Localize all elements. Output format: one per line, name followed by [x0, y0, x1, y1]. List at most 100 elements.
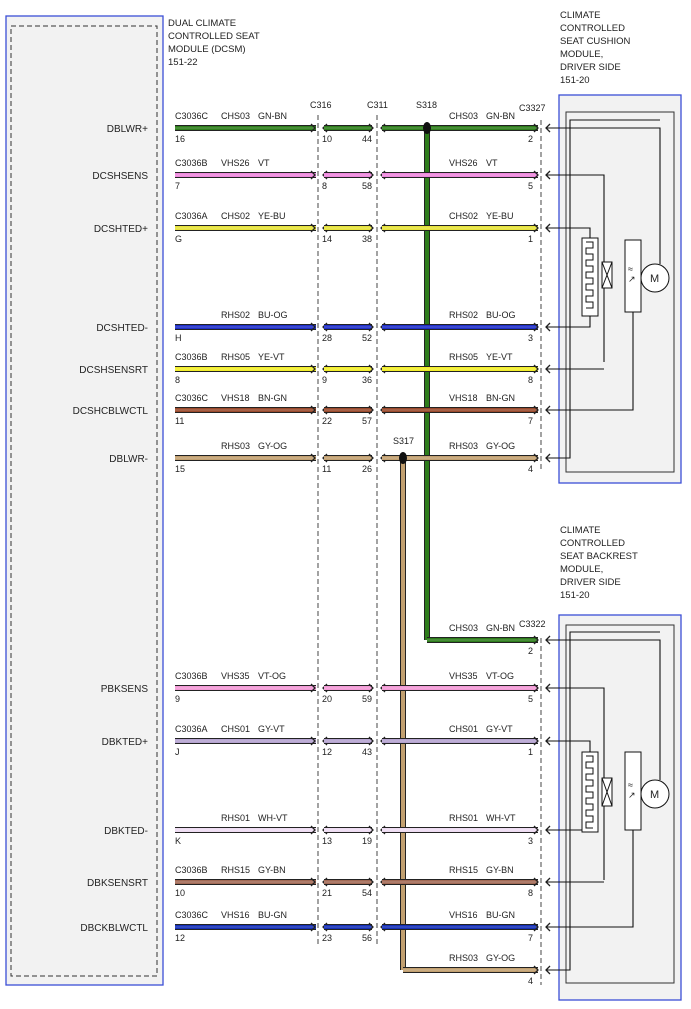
module-male-terminal — [533, 877, 539, 887]
c311-male-terminal — [368, 922, 374, 932]
circuit-label: VHS35 — [221, 671, 250, 681]
wire-color-label: GN-BN — [258, 111, 287, 121]
dcsm-module-inner — [10, 25, 158, 977]
c316-pin-label: 12 — [322, 747, 332, 757]
c311-male-terminal — [368, 453, 374, 463]
c311-pin-label: 52 — [362, 333, 372, 343]
left-pin-label: G — [175, 234, 182, 244]
wire-color-right-label: YE-VT — [486, 352, 513, 362]
svg-text:↗: ↗ — [628, 790, 636, 800]
right-pin-label: 1 — [528, 747, 533, 757]
left-pin-label: H — [175, 333, 182, 343]
c311-pin-label: 36 — [362, 375, 372, 385]
c316-pin-label: 11 — [322, 464, 331, 474]
c316-male-terminal — [310, 322, 316, 332]
signal-label: PBKSENS — [101, 684, 149, 695]
left-pin-label: 9 — [175, 694, 180, 704]
c316-male-terminal — [310, 123, 316, 133]
cushion-title-line-4: MODULE, — [560, 49, 603, 60]
svg-text:≈: ≈ — [628, 780, 633, 790]
cushion-heater-feed-wire — [546, 227, 591, 238]
backrest-feed-male-terminal — [533, 635, 539, 645]
c311-male-terminal — [368, 683, 374, 693]
right-pin-label: 5 — [528, 181, 533, 191]
wire-color-right-label: VT-OG — [486, 671, 514, 681]
wire-color-right-label: WH-VT — [486, 813, 516, 823]
backrest-feed-pin-label: 2 — [528, 646, 533, 656]
c316-male-terminal — [310, 922, 316, 932]
c311-male-terminal — [368, 364, 374, 374]
s317-splice-dot — [399, 452, 407, 464]
c311-pin-label: 57 — [362, 416, 372, 426]
backrest-feed-pin-label: 4 — [528, 976, 533, 986]
right-pin-label: 7 — [528, 933, 533, 943]
cushion-title-line-2: CONTROLLED — [560, 23, 625, 34]
wire-color-label: YE-VT — [258, 352, 285, 362]
connector-label: C3036B — [175, 352, 208, 362]
c316-male-terminal — [310, 170, 316, 180]
wire-color-right-label: VT — [486, 158, 498, 168]
s318-label: S318 — [416, 100, 437, 110]
backrest-heater-element — [581, 751, 613, 833]
left-pin-label: 7 — [175, 181, 180, 191]
c316-male-terminal — [310, 405, 316, 415]
right-pin-label: 2 — [528, 134, 533, 144]
c316-pin-label: 13 — [322, 836, 332, 846]
c316-pin-label: 14 — [322, 234, 332, 244]
module-male-terminal — [533, 170, 539, 180]
signal-label: DBLWR+ — [107, 124, 148, 135]
signal-label: DCSHSENSRT — [79, 365, 148, 376]
circuit-label: VHS16 — [221, 910, 250, 920]
circuit-label: RHS01 — [221, 813, 250, 823]
right-pin-label: 4 — [528, 464, 533, 474]
circuit-label: CHS03 — [221, 111, 250, 121]
circuit-right-label: VHS26 — [449, 158, 478, 168]
c311-male-terminal — [368, 405, 374, 415]
left-pin-label: 15 — [175, 464, 185, 474]
dcsm-title-line-3: MODULE (DCSM) — [168, 44, 246, 55]
c316-pin-label: 9 — [322, 375, 327, 385]
backrest-title-line-4: MODULE, — [560, 564, 603, 575]
wire-color-label: WH-VT — [258, 813, 288, 823]
left-pin-label: 8 — [175, 375, 180, 385]
signal-label: DBKTED+ — [102, 737, 149, 748]
s318-splice-dot — [423, 122, 431, 134]
circuit-right-label: VHS35 — [449, 671, 478, 681]
signal-label: DCSHTED- — [96, 323, 148, 334]
c316-male-terminal — [310, 683, 316, 693]
c316-male-terminal — [310, 877, 316, 887]
dcsm-title-line-1: DUAL CLIMATE — [168, 18, 236, 29]
wire-color-label: BU-GN — [258, 910, 287, 920]
cushion-title-line-1: CLIMATE — [560, 10, 600, 21]
c3322-label: C3322 — [519, 619, 546, 629]
c311-pin-label: 58 — [362, 181, 372, 191]
circuit-label: RHS15 — [221, 865, 250, 875]
cushion-heater-return-wire — [546, 316, 591, 328]
backrest-title-line-6: 151-20 — [560, 590, 590, 601]
backrest-feed-color-label: GY-OG — [486, 953, 515, 963]
module-male-terminal — [533, 223, 539, 233]
signal-label: DCSHTED+ — [94, 224, 148, 235]
left-pin-label: 10 — [175, 888, 185, 898]
wire-color-label: BU-OG — [258, 310, 288, 320]
wire-color-right-label: BN-GN — [486, 393, 515, 403]
backrest-title-line-5: DRIVER SIDE — [560, 577, 621, 588]
c316-male-terminal — [310, 453, 316, 463]
signal-label: DBKTED- — [104, 826, 148, 837]
module-male-terminal — [533, 825, 539, 835]
c311-pin-label: 26 — [362, 464, 372, 474]
backrest-feed-circuit-label: CHS03 — [449, 623, 478, 633]
backrest-motor-label: M — [650, 789, 659, 801]
c316-pin-label: 23 — [322, 933, 332, 943]
wire-color-right-label: GY-VT — [486, 724, 513, 734]
backrest-feed-male-terminal — [533, 965, 539, 975]
cushion-sensor-wire — [546, 174, 605, 362]
wire-color-label: GY-OG — [258, 441, 287, 451]
backrest-blower-motor: ≈ ↗ — [624, 751, 670, 831]
c311-pin-label: 56 — [362, 933, 372, 943]
right-pin-label: 8 — [528, 888, 533, 898]
c311-label: C311 — [367, 100, 388, 110]
circuit-right-label: RHS15 — [449, 865, 478, 875]
